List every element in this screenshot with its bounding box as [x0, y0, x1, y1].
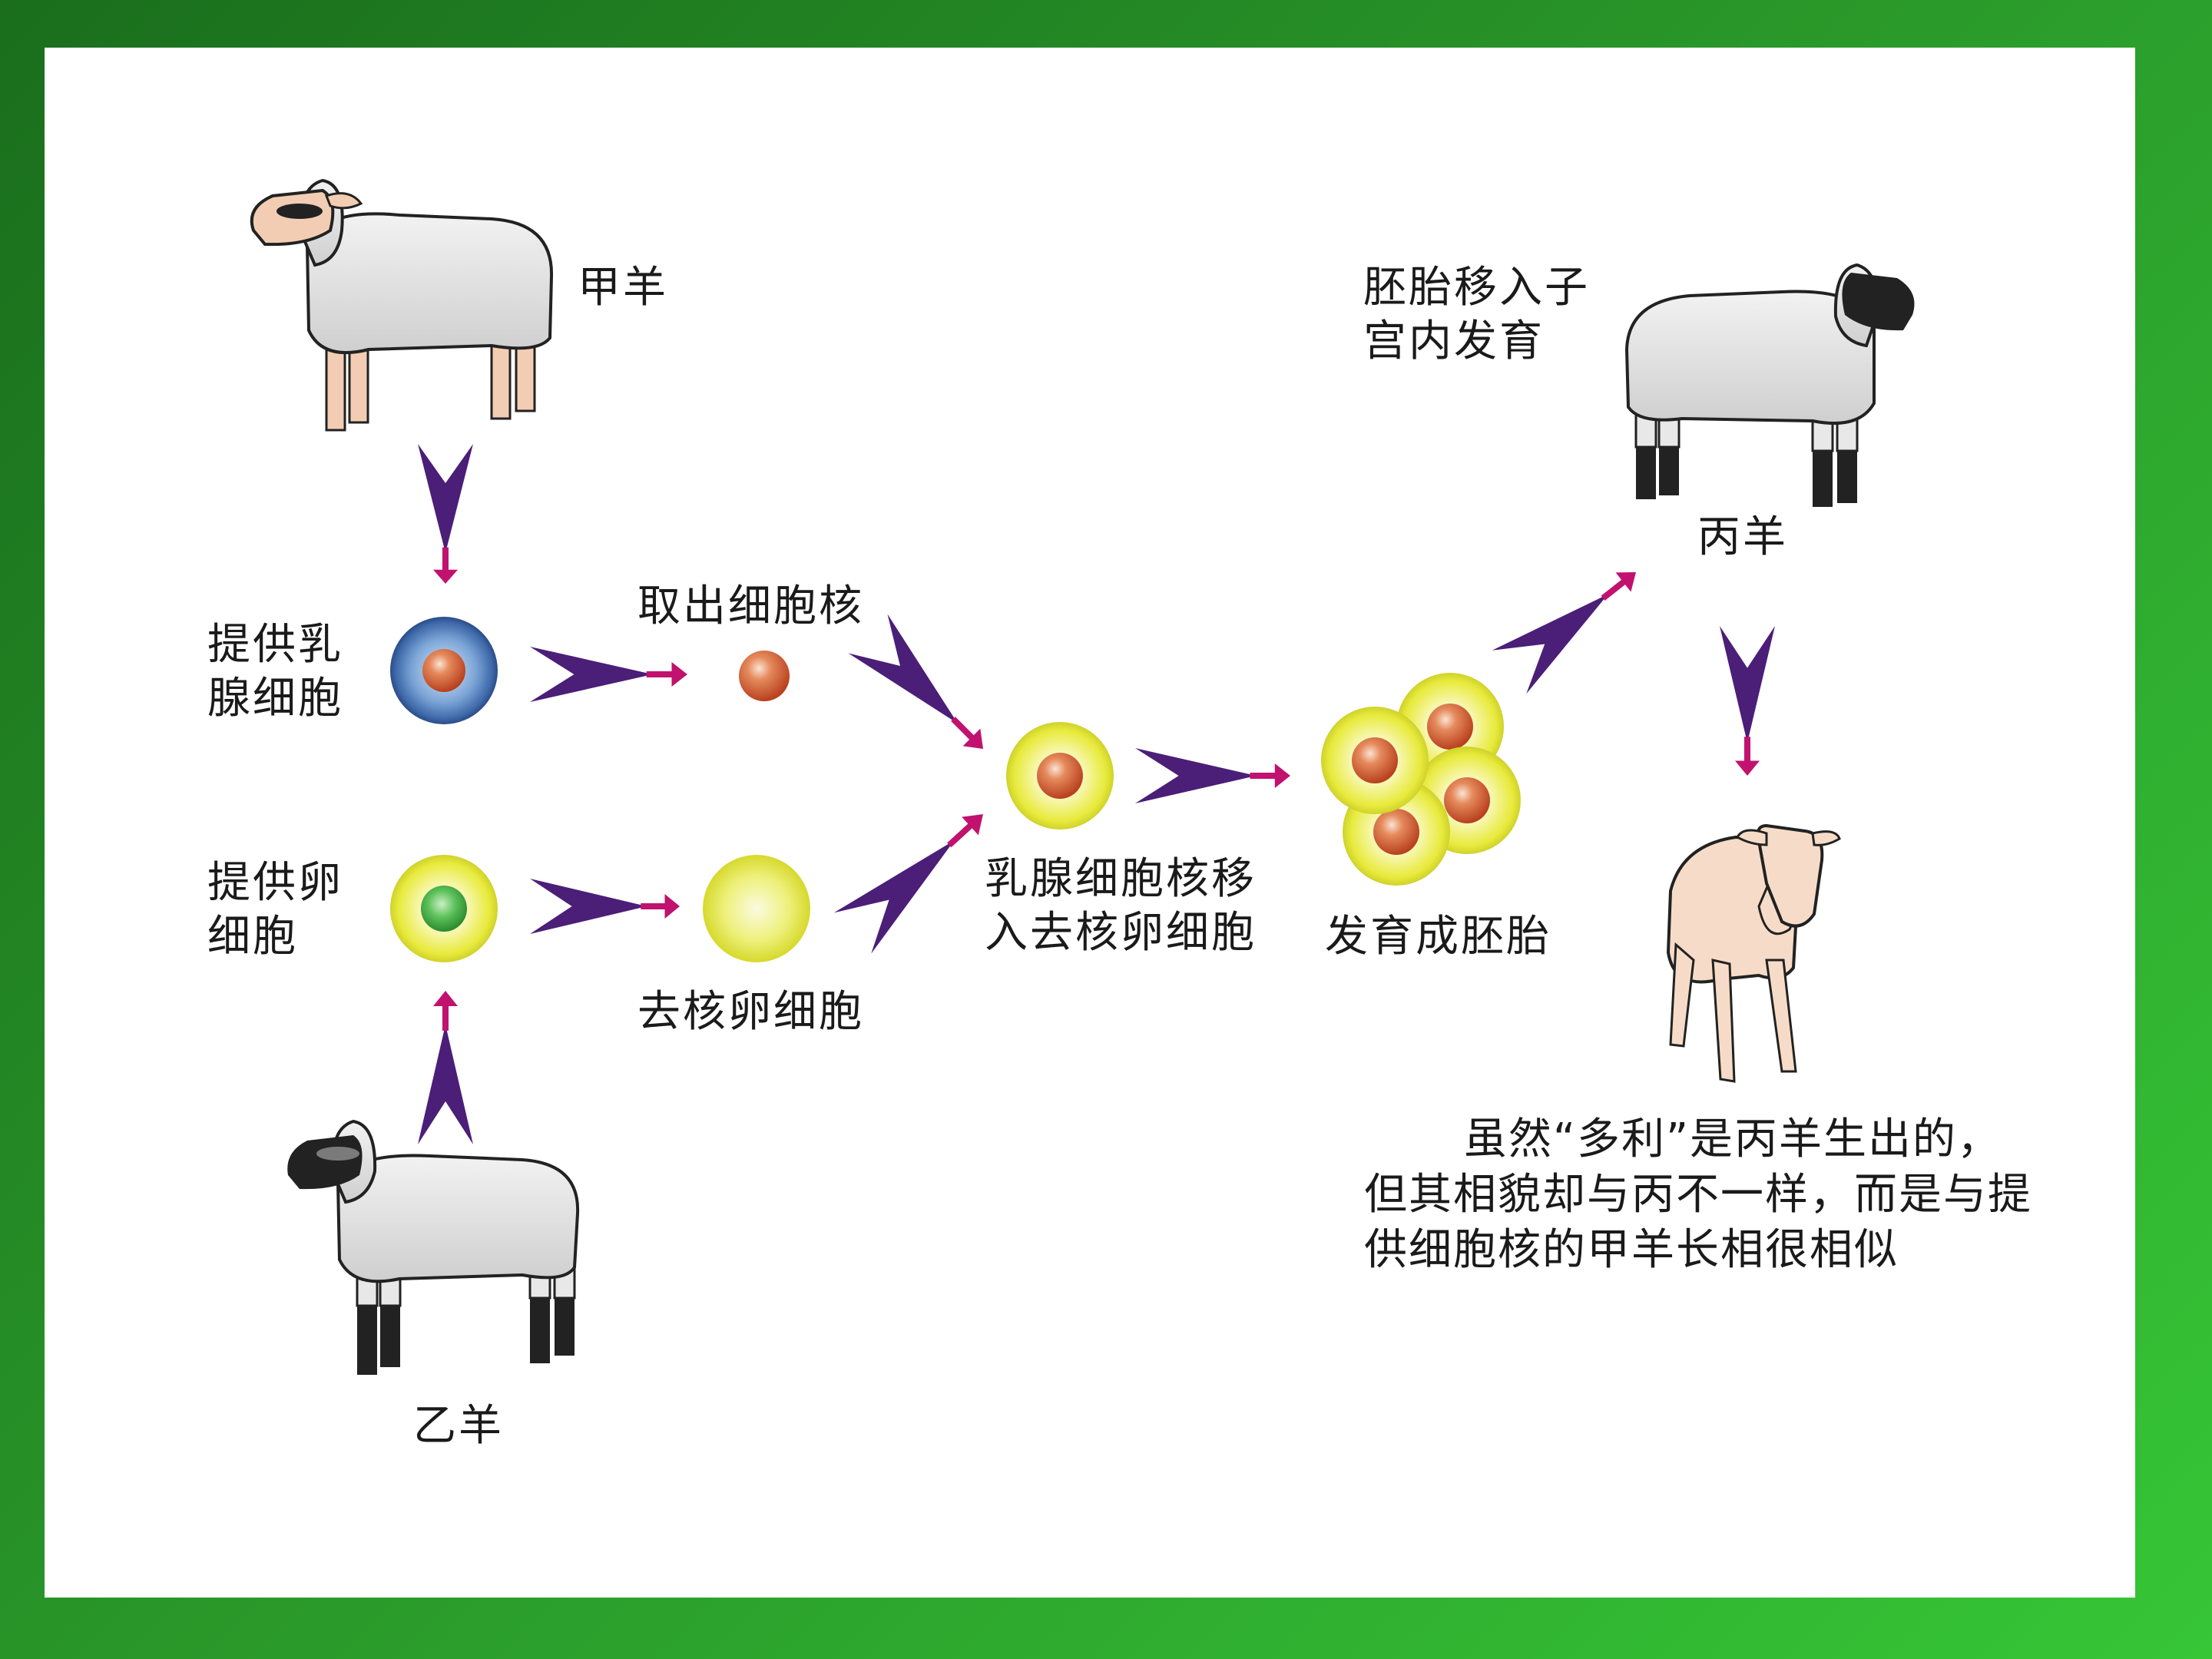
arrow-sheep-a-to-mammary: [418, 444, 473, 584]
arrow-enucleated-to-reconstructed: [833, 814, 983, 954]
arrow-sheep-c-to-lamb: [1720, 626, 1775, 776]
arrow-embryo-to-sheep-c: [1492, 572, 1636, 694]
note-line-2: 但其相貌却与丙不一样，而是与提: [1364, 1170, 2032, 1220]
label-sheep-b: 乙羊: [413, 1401, 504, 1451]
label-embryo-transfer: 胚胎移入子 宫内发育: [1363, 263, 1590, 366]
conclusion-note: 虽然“多利”是丙羊生出的， 但其相貌却与丙不一样，而是与提 供细胞核的甲羊长相很…: [1364, 1112, 2117, 1278]
lamb-dolly-illustration: [1666, 823, 1841, 1083]
label-enucleated-egg: 去核卵细胞: [637, 987, 864, 1037]
arrow-reconstructed-to-embryo: [1135, 748, 1290, 803]
label-develop-embryo: 发育成胚胎: [1325, 912, 1551, 962]
egg-cell: [390, 855, 498, 962]
label-mammary-cell: 提供乳 腺细胞: [207, 620, 343, 724]
embryo-cluster: [1321, 673, 1521, 886]
sheep-b-illustration: [287, 1119, 580, 1375]
label-sheep-c: 丙羊: [1697, 512, 1788, 562]
process-arrows: [418, 444, 1775, 1144]
label-egg-cell: 提供卵 细胞: [207, 858, 343, 962]
arrow-mammary-to-nucleus: [530, 647, 687, 702]
sheep-a-illustration: [250, 178, 554, 432]
mammary-cell: [390, 617, 498, 724]
note-line-3: 供细胞核的甲羊长相很相似: [1364, 1225, 1899, 1275]
label-nucleus-transfer: 乳腺细胞核移 入去核卵细胞: [985, 854, 1257, 958]
arrow-sheep-b-to-egg: [418, 991, 473, 1144]
sheep-c-illustration: [1624, 263, 1915, 507]
reconstructed-egg-cell: [1006, 722, 1114, 830]
note-line-1: 虽然“多利”是丙羊生出的，: [1464, 1114, 2002, 1164]
arrow-egg-to-enucleated: [530, 879, 680, 934]
enucleated-egg-cell: [703, 855, 810, 962]
extracted-nucleus: [739, 651, 790, 701]
label-sheep-a: 甲羊: [578, 263, 668, 313]
label-extract-nucleus: 取出细胞核: [637, 581, 864, 631]
arrow-nucleus-to-reconstructed: [848, 614, 983, 749]
